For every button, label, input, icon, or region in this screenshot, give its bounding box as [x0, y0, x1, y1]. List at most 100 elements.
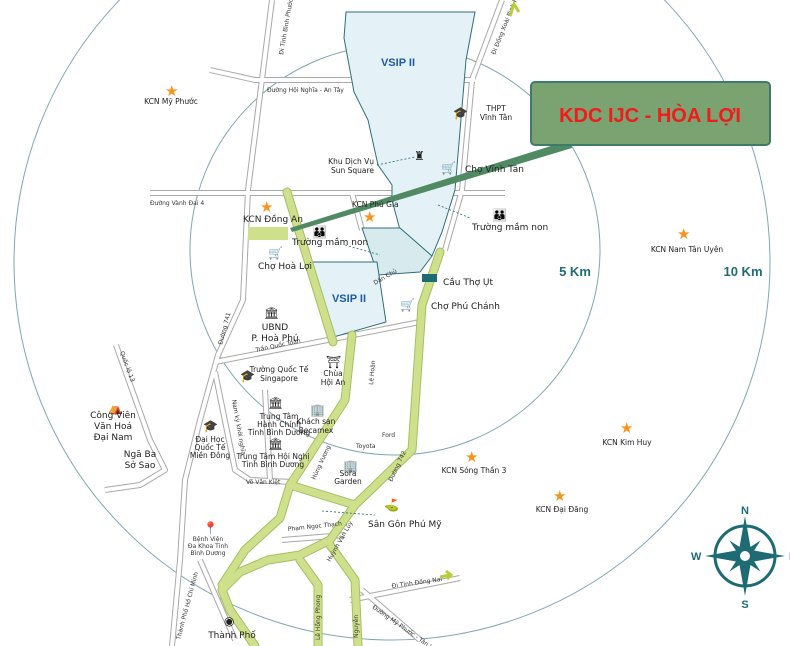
place-label: UBND	[262, 323, 288, 333]
cart-icon: 🛒	[400, 298, 415, 312]
place-label: Khách sạn	[297, 417, 336, 426]
radius-label-5km: 5 Km	[559, 264, 591, 279]
project-site-marker	[248, 227, 288, 240]
road-label: Lê Hoàn	[368, 360, 377, 385]
star-icon: ★	[677, 225, 690, 243]
place-label: Trường Quốc Tế	[249, 365, 309, 374]
star-icon: ★	[260, 198, 273, 216]
place-label: Ford	[382, 432, 395, 439]
road-label: Đường Vành Đai 4	[150, 200, 204, 207]
green-roads	[217, 187, 445, 646]
star-icon: ★	[165, 82, 178, 100]
pagoda-icon: ⛩	[326, 355, 341, 369]
place-label: KCN Đại Đăng	[536, 505, 589, 514]
place-label: Bình Dương	[190, 550, 225, 557]
hotel-icon: 🏢	[310, 403, 325, 417]
place-label: Miền Đông	[190, 451, 230, 460]
bridge-icon	[422, 274, 437, 282]
place-label: Trường mầm non	[471, 222, 548, 233]
compass-south: S	[741, 599, 748, 611]
park-icon: ⛺	[108, 401, 123, 415]
place-label: Chợ Phú Chánh	[431, 302, 500, 312]
place-label: Trung Tâm	[259, 412, 299, 421]
place-label: Chợ Vĩnh Tân	[465, 165, 524, 175]
dotted-leaders	[321, 156, 471, 516]
project-title: KDC IJC - HÒA LỢI	[559, 103, 741, 127]
place-label: P. Hoà Phú	[251, 334, 298, 344]
school-icon: 🎓	[203, 419, 218, 433]
place-label: KCN Phú Gia	[352, 200, 399, 209]
place-label: Quốc Tế	[195, 443, 226, 452]
place-label: Hội An	[321, 378, 346, 387]
radius-circle-10km	[13, 0, 771, 641]
place-label: THPT	[485, 104, 506, 113]
project-banner: KDC IJC - HÒA LỢI	[530, 81, 771, 146]
road-label: Đường Hội Nghĩa - An Tây	[267, 87, 344, 94]
admin-center-icon: 🏛	[268, 396, 283, 410]
place-label: Đại Nam	[94, 433, 133, 443]
place-label: Sora	[339, 469, 356, 478]
poi-icons: 🎓 ♜ 🛒 👪 👪 🛒 🛒 🏛 🎓 ⛩ ⛺ 🏛 🏢 🎓 🏛 🏢 ⛳ 📍 ◉	[108, 106, 507, 628]
government-building-icon: 🏛	[264, 306, 279, 320]
road-label: Đi Tỉnh Bình Phước	[278, 0, 295, 55]
place-label: Cầu Thợ Ụt	[443, 277, 494, 288]
place-label: Văn Hoá	[94, 422, 132, 432]
arrow-icon-dong-xoai	[508, 0, 521, 17]
compass-rose: N S E W	[691, 505, 790, 611]
place-label: Vĩnh Tân	[480, 113, 512, 122]
place-label: Becamex	[299, 426, 334, 435]
place-label: Chợ Hoà Lợi	[258, 262, 312, 272]
castle-icon: ♜	[414, 149, 425, 163]
cart-icon: 🛒	[441, 161, 456, 175]
place-label: KCN Kim Huy	[602, 438, 652, 447]
place-label: Chùa	[323, 369, 342, 378]
vsip-north-label: VSIP II	[381, 57, 415, 69]
road-label: Nguyễn	[353, 615, 360, 638]
place-label: Sân Gôn Phú Mỹ	[368, 519, 442, 530]
arrow-icon-dong-nai	[439, 569, 454, 581]
radius-label-10km: 10 Km	[723, 264, 762, 279]
place-label: Thành Phố	[207, 630, 256, 641]
place-label: KCN Mỹ Phước	[144, 97, 198, 106]
place-label: Đa Khoa Tỉnh	[188, 543, 228, 550]
place-label: Trung Tâm Hội Nghị	[235, 452, 309, 461]
place-label: Khu Dịch Vụ	[328, 157, 374, 166]
place-label: Hành Chính	[257, 420, 301, 429]
star-icon: ★	[465, 448, 478, 466]
star-icon: ★	[363, 208, 376, 226]
road-label: Lê Hồng Phong	[314, 595, 322, 640]
family-icon: 👪	[312, 225, 327, 239]
vsip-ii-north-zone	[343, 11, 476, 257]
vsip-south-label: VSIP II	[332, 293, 366, 305]
place-label: Sun Square	[331, 166, 374, 175]
school-icon: 🎓	[240, 369, 255, 383]
city-emblem-icon: ◉	[224, 614, 234, 628]
place-label: Sở Sao	[125, 460, 156, 471]
school-icon: 🎓	[453, 106, 468, 120]
place-label: Tỉnh Bình Dương	[247, 428, 311, 437]
place-label: KCN Nam Tân Uyên	[651, 245, 724, 254]
compass-north: N	[741, 505, 749, 517]
cart-icon: 🛒	[268, 246, 283, 260]
place-label: Trường mầm non	[291, 237, 368, 248]
industrial-park-icons: ★ ★ ★ ★ ★ ★ ★	[165, 82, 690, 505]
banner-pointer	[290, 140, 572, 232]
place-label: Ngã Ba	[124, 450, 157, 460]
place-label: Công Viên	[90, 410, 136, 421]
place-label: Garden	[334, 477, 362, 486]
place-label: KCN Đồng An	[243, 214, 303, 225]
compass-west: W	[691, 551, 702, 563]
place-label: Bệnh Viện	[193, 536, 224, 543]
hospital-pin-icon: 📍	[203, 521, 218, 535]
place-labels: KCN Mỹ Phước THPT Vĩnh Tân Khu Dịch Vụ S…	[90, 97, 723, 641]
star-icon: ★	[620, 419, 633, 437]
road-label: Võ Văn Kiệt	[246, 479, 281, 486]
conference-center-icon: 🏛	[268, 437, 283, 451]
place-label: KCN Sóng Thần 3	[442, 466, 507, 475]
place-label: Tỉnh Bình Dương	[241, 460, 305, 469]
place-label: Singapore	[260, 374, 298, 383]
building-icon: 🏢	[343, 459, 358, 473]
golf-icon: ⛳	[384, 498, 399, 512]
